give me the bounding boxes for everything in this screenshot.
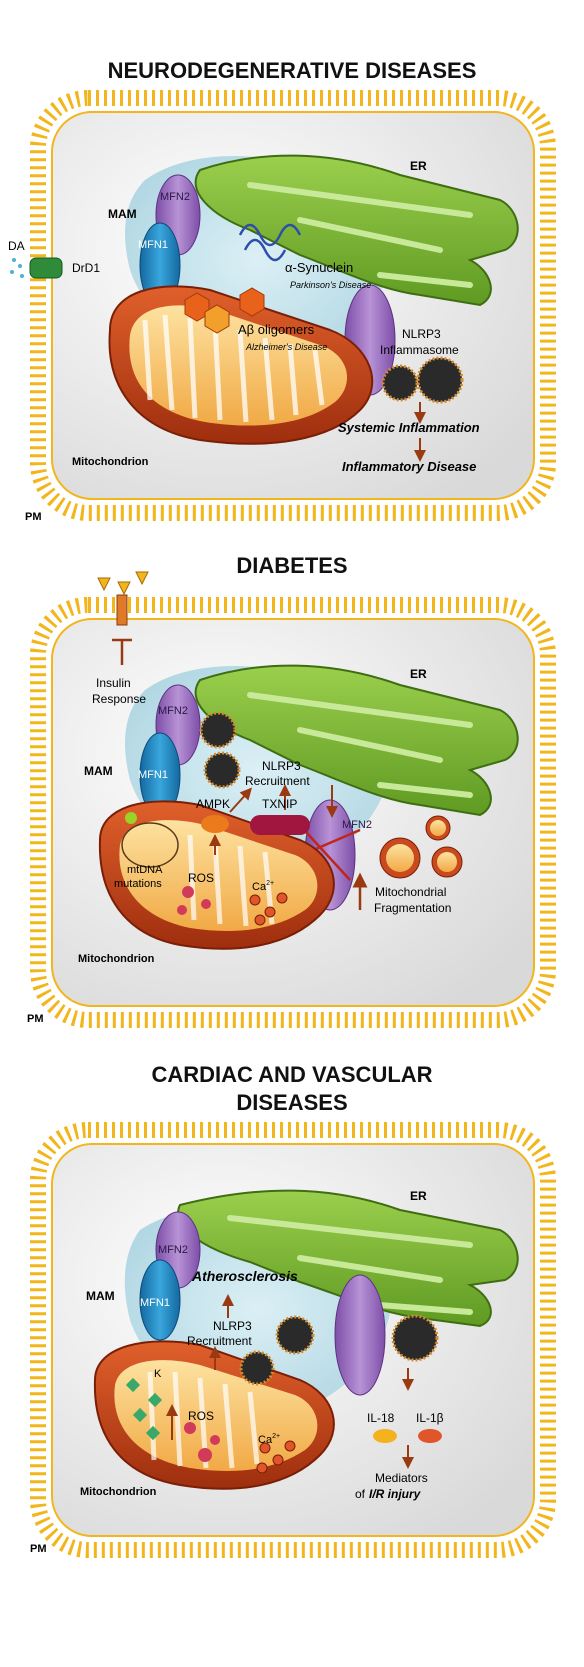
il1b-icon [418, 1429, 442, 1443]
abeta-oligomer-icon [184, 287, 265, 334]
label-inflammatory-disease: Inflammatory Disease [342, 459, 476, 474]
label-mfn1: MFN1 [140, 1297, 170, 1309]
label-er: ER [410, 159, 427, 173]
insulin-receptor-icon [116, 594, 128, 626]
label-ros: ROS [188, 1409, 214, 1423]
label-pm: PM [30, 1543, 47, 1555]
label-mam: MAM [84, 764, 113, 778]
nlrp3-inflammasome-icon [275, 1315, 315, 1355]
label-fragmentation: Fragmentation [374, 901, 451, 915]
label-mfn2: MFN2 [160, 191, 190, 203]
drd1-receptor-icon [29, 257, 63, 279]
nlrp3-inflammasome-icon [391, 1314, 439, 1362]
label-parkinsons: Parkinson's Disease [290, 280, 371, 290]
label-mutations: mutations [114, 878, 162, 890]
mutation-star-icon [125, 812, 137, 824]
label-mam: MAM [86, 1289, 115, 1303]
label-txnip: TXNIP [262, 797, 297, 811]
panel-title-cardiac-line1: CARDIAC AND VASCULAR [151, 1062, 433, 1087]
nlrp3-inflammasome-icon [199, 711, 237, 749]
label-calcium: Ca2+ [252, 880, 274, 893]
label-insulin: Insulin [96, 676, 131, 690]
label-mfn2: MFN2 [158, 705, 188, 717]
mtdna-icon [121, 822, 179, 868]
label-alpha-synuclein: α-Synuclein [285, 260, 353, 275]
label-abeta: Aβ oligomers [238, 322, 315, 337]
cell-panel-2 [30, 571, 556, 1028]
label-mitochondrion: Mitochondrion [72, 456, 149, 468]
label-mfn2-fragment: MFN2 [342, 819, 372, 831]
label-recruitment: Recruitment [187, 1334, 252, 1348]
label-mtdna: mtDNA [127, 864, 163, 876]
panel-title-diabetes: DIABETES [236, 553, 348, 578]
label-mfn1: MFN1 [138, 239, 168, 251]
label-da: DA [8, 239, 25, 253]
nlrp3-inflammasome-icon [239, 1350, 275, 1386]
label-recruitment: Recruitment [245, 774, 310, 788]
label-mitochondrion: Mitochondrion [80, 1486, 157, 1498]
nlrp3-inflammasome-icon [381, 364, 419, 402]
nlrp3-inflammasome-icon [416, 356, 464, 404]
label-il18: IL-18 [367, 1411, 395, 1425]
label-il1b: IL-1β [416, 1411, 444, 1425]
label-mitochondrial: Mitochondrial [375, 885, 446, 899]
panel-title-neurodegenerative: NEURODEGENERATIVE DISEASES [107, 58, 477, 83]
cell-panel-1 [10, 90, 556, 521]
arrow-icon [229, 787, 253, 813]
ampk-icon [201, 815, 229, 833]
mfn-tether-right [334, 1274, 386, 1396]
cell-panel-3 [30, 1122, 556, 1558]
label-er: ER [410, 1189, 427, 1203]
label-response: Response [92, 692, 146, 706]
txnip-icon [250, 815, 310, 835]
label-mfn2: MFN2 [158, 1244, 188, 1256]
label-nlrp3: NLRP3 [213, 1319, 252, 1333]
label-alzheimers: Alzheimer's Disease [245, 342, 327, 352]
mfn1-protein [139, 1259, 181, 1341]
il18-icon [373, 1429, 397, 1443]
label-systemic-inflammation: Systemic Inflammation [338, 420, 480, 435]
label-drd1: DrD1 [72, 261, 100, 275]
label-mediators: Mediators [375, 1471, 428, 1485]
label-nlrp3: NLRP3 [262, 759, 301, 773]
label-atherosclerosis: Atherosclerosis [191, 1268, 298, 1284]
label-ampk: AMPK [196, 797, 230, 811]
label-mfn1: MFN1 [138, 769, 168, 781]
panel-title-cardiac-line2: DISEASES [236, 1090, 348, 1115]
label-mam: MAM [108, 207, 137, 221]
label-pm: PM [27, 1013, 44, 1025]
label-ros: ROS [188, 871, 214, 885]
nlrp3-inflammasome-icon [203, 751, 241, 789]
label-calcium: Ca2+ [258, 1433, 280, 1446]
label-inflammasome: Inflammasome [380, 343, 459, 357]
alpha-synuclein-icon [238, 223, 302, 262]
label-er: ER [410, 667, 427, 681]
label-potassium: K [154, 1368, 162, 1380]
label-mitochondrion: Mitochondrion [78, 953, 155, 965]
label-pm: PM [25, 511, 42, 523]
label-nlrp3: NLRP3 [402, 327, 441, 341]
